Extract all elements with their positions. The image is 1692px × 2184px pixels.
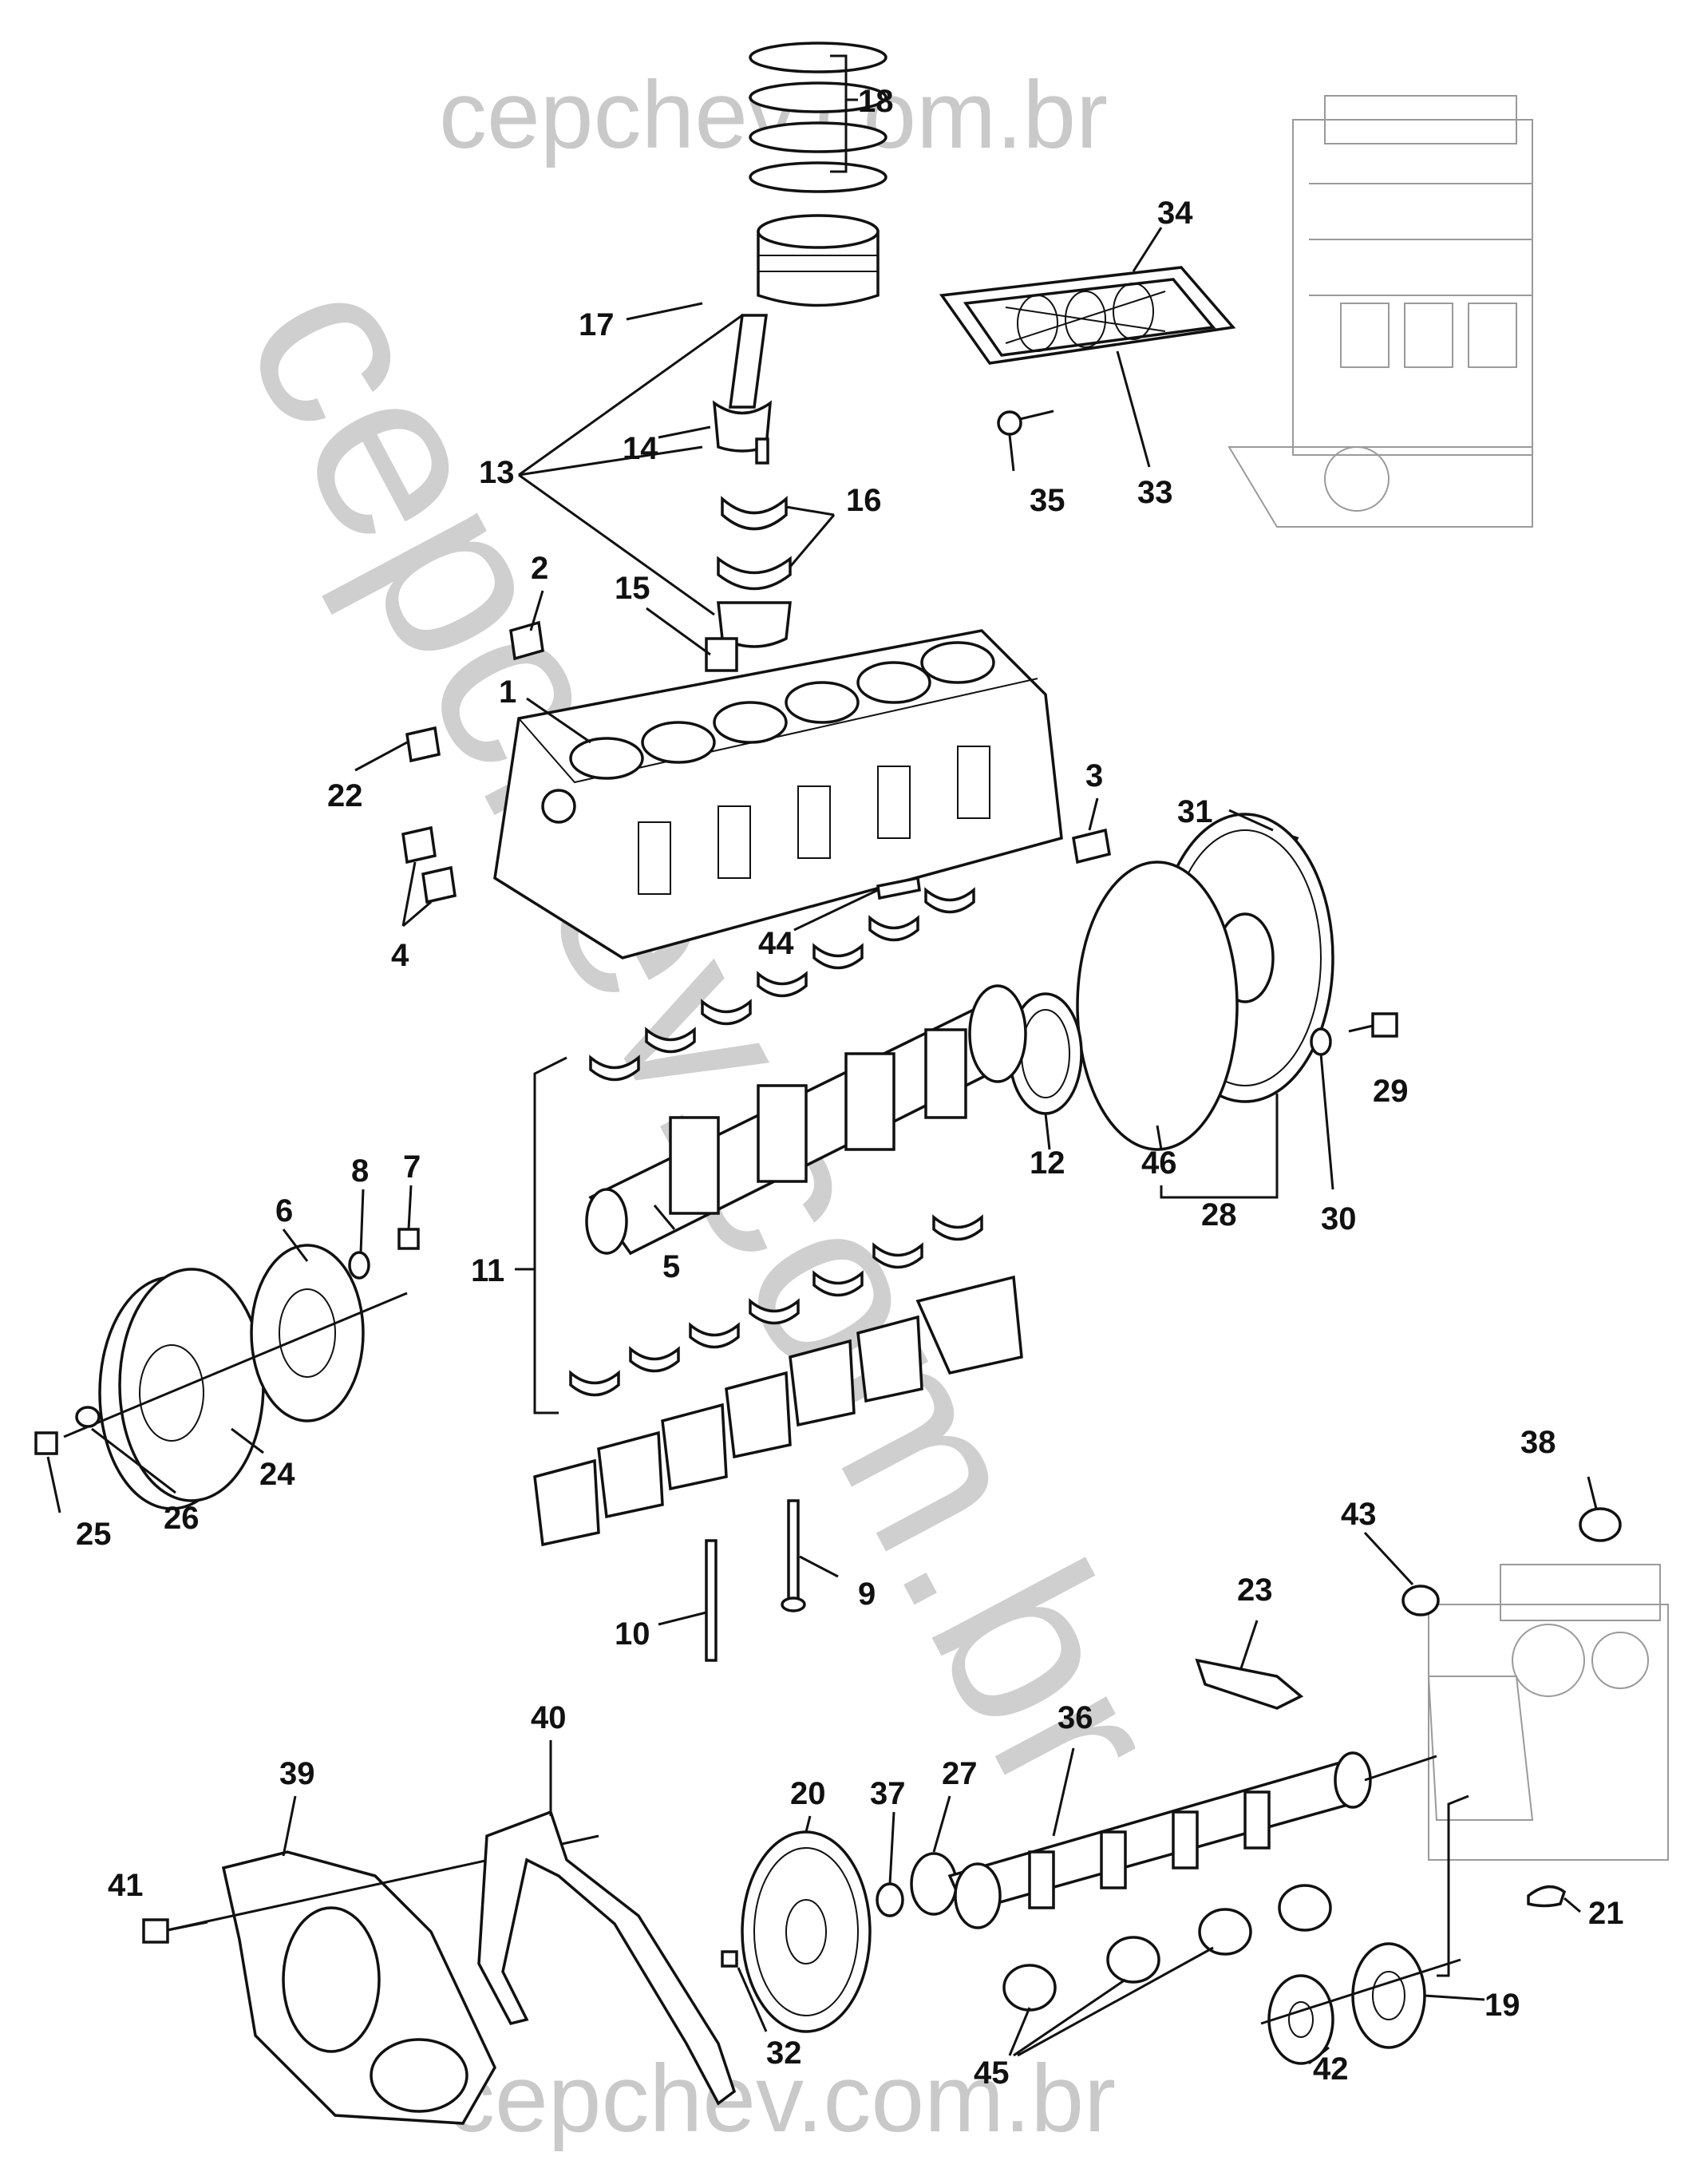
callout-5: 5 — [662, 1249, 680, 1284]
callout-4: 4 — [391, 938, 409, 973]
callout-41: 41 — [108, 1868, 144, 1903]
timing-cover — [159, 1834, 599, 2125]
callout-21: 21 — [1588, 1896, 1624, 1931]
callout-42: 42 — [1313, 2051, 1349, 2087]
callout-6: 6 — [275, 1193, 293, 1228]
cam-bearings — [1002, 1884, 1332, 2057]
callout-44: 44 — [758, 926, 794, 961]
callout-14: 14 — [623, 431, 658, 466]
callout-45: 45 — [974, 2055, 1010, 2091]
callout-40: 40 — [531, 1700, 567, 1735]
callout-1: 1 — [499, 675, 516, 710]
callout-10: 10 — [615, 1616, 650, 1652]
callout-12: 12 — [1030, 1145, 1065, 1181]
timing-cover-gasket — [477, 1810, 737, 2106]
callout-17: 17 — [579, 307, 615, 342]
callout-26: 26 — [164, 1501, 200, 1536]
callout-38: 38 — [1520, 1425, 1556, 1460]
callout-3: 3 — [1085, 758, 1103, 793]
callout-32: 32 — [766, 2036, 802, 2071]
callout-37: 37 — [870, 1776, 906, 1811]
crankshaft — [585, 984, 1027, 1256]
plug-43 — [1401, 1585, 1440, 1616]
engine-context-right-middle — [1427, 1564, 1669, 1861]
bolt-41 — [142, 1918, 208, 1944]
callout-7: 7 — [403, 1149, 421, 1185]
camshaft-gear — [721, 1830, 958, 2033]
flywheel-bolt-29 — [1348, 1012, 1398, 1038]
callout-43: 43 — [1341, 1497, 1377, 1532]
crankshaft-gear — [1260, 1794, 1469, 2065]
piston — [757, 214, 880, 307]
engine-block — [493, 629, 1063, 959]
piston-rings — [749, 42, 888, 193]
callout-8: 8 — [351, 1153, 369, 1189]
bolt-35 — [997, 410, 1054, 436]
part-23-fitting — [1195, 1658, 1304, 1710]
main-bearing-caps — [533, 1275, 1023, 1547]
watermark-bottom: cepchev.com.br — [447, 2045, 1116, 2152]
leader-lines — [46, 227, 1598, 2065]
engine-context-top-right — [1227, 95, 1533, 528]
callout-33: 33 — [1137, 475, 1173, 510]
callout-18: 18 — [858, 84, 894, 119]
valley-cover-gasket — [939, 266, 1236, 365]
callout-35: 35 — [1030, 483, 1065, 518]
expansion-plugs — [401, 620, 1111, 904]
callout-9: 9 — [858, 1577, 876, 1612]
callout-22: 22 — [327, 778, 363, 813]
callout-46: 46 — [1141, 1145, 1177, 1181]
callout-30: 30 — [1321, 1201, 1357, 1236]
callout-29: 29 — [1373, 1074, 1409, 1109]
lower-main-bearings — [515, 1056, 983, 1414]
callout-labels: 1 2 3 4 5 6 7 8 9 10 11 12 13 14 15 16 1… — [76, 84, 1624, 2091]
watermark-top: cepchev.com.br — [439, 61, 1108, 168]
callout-19: 19 — [1484, 1988, 1520, 2023]
washer-30 — [1310, 1027, 1332, 1056]
callout-31: 31 — [1177, 794, 1213, 829]
flywheel — [1076, 813, 1334, 1151]
callout-20: 20 — [790, 1776, 826, 1811]
callout-23: 23 — [1237, 1573, 1273, 1608]
callout-34: 34 — [1157, 196, 1193, 231]
callout-11: 11 — [471, 1253, 504, 1288]
main-cap-bolts — [705, 1499, 806, 1662]
upper-main-bearings — [589, 876, 975, 1082]
plug-38 — [1579, 1507, 1622, 1542]
callout-2: 2 — [531, 551, 548, 586]
rod-cap — [705, 601, 792, 672]
callout-13: 13 — [479, 455, 515, 490]
camshaft — [947, 1751, 1437, 1929]
callout-16: 16 — [846, 483, 882, 518]
woodruff-key-21 — [1527, 1885, 1567, 1908]
rod-bearings — [717, 496, 792, 591]
callout-15: 15 — [615, 571, 650, 606]
callout-25: 25 — [76, 1517, 112, 1552]
callout-27: 27 — [942, 1756, 978, 1791]
callout-28: 28 — [1201, 1197, 1237, 1232]
callout-39: 39 — [279, 1756, 315, 1791]
hub-bolt-washer — [34, 1228, 420, 1455]
harmonic-balancer — [63, 1244, 408, 1510]
connecting-rod — [712, 314, 773, 465]
callout-24: 24 — [259, 1457, 295, 1492]
callout-36: 36 — [1058, 1700, 1093, 1735]
